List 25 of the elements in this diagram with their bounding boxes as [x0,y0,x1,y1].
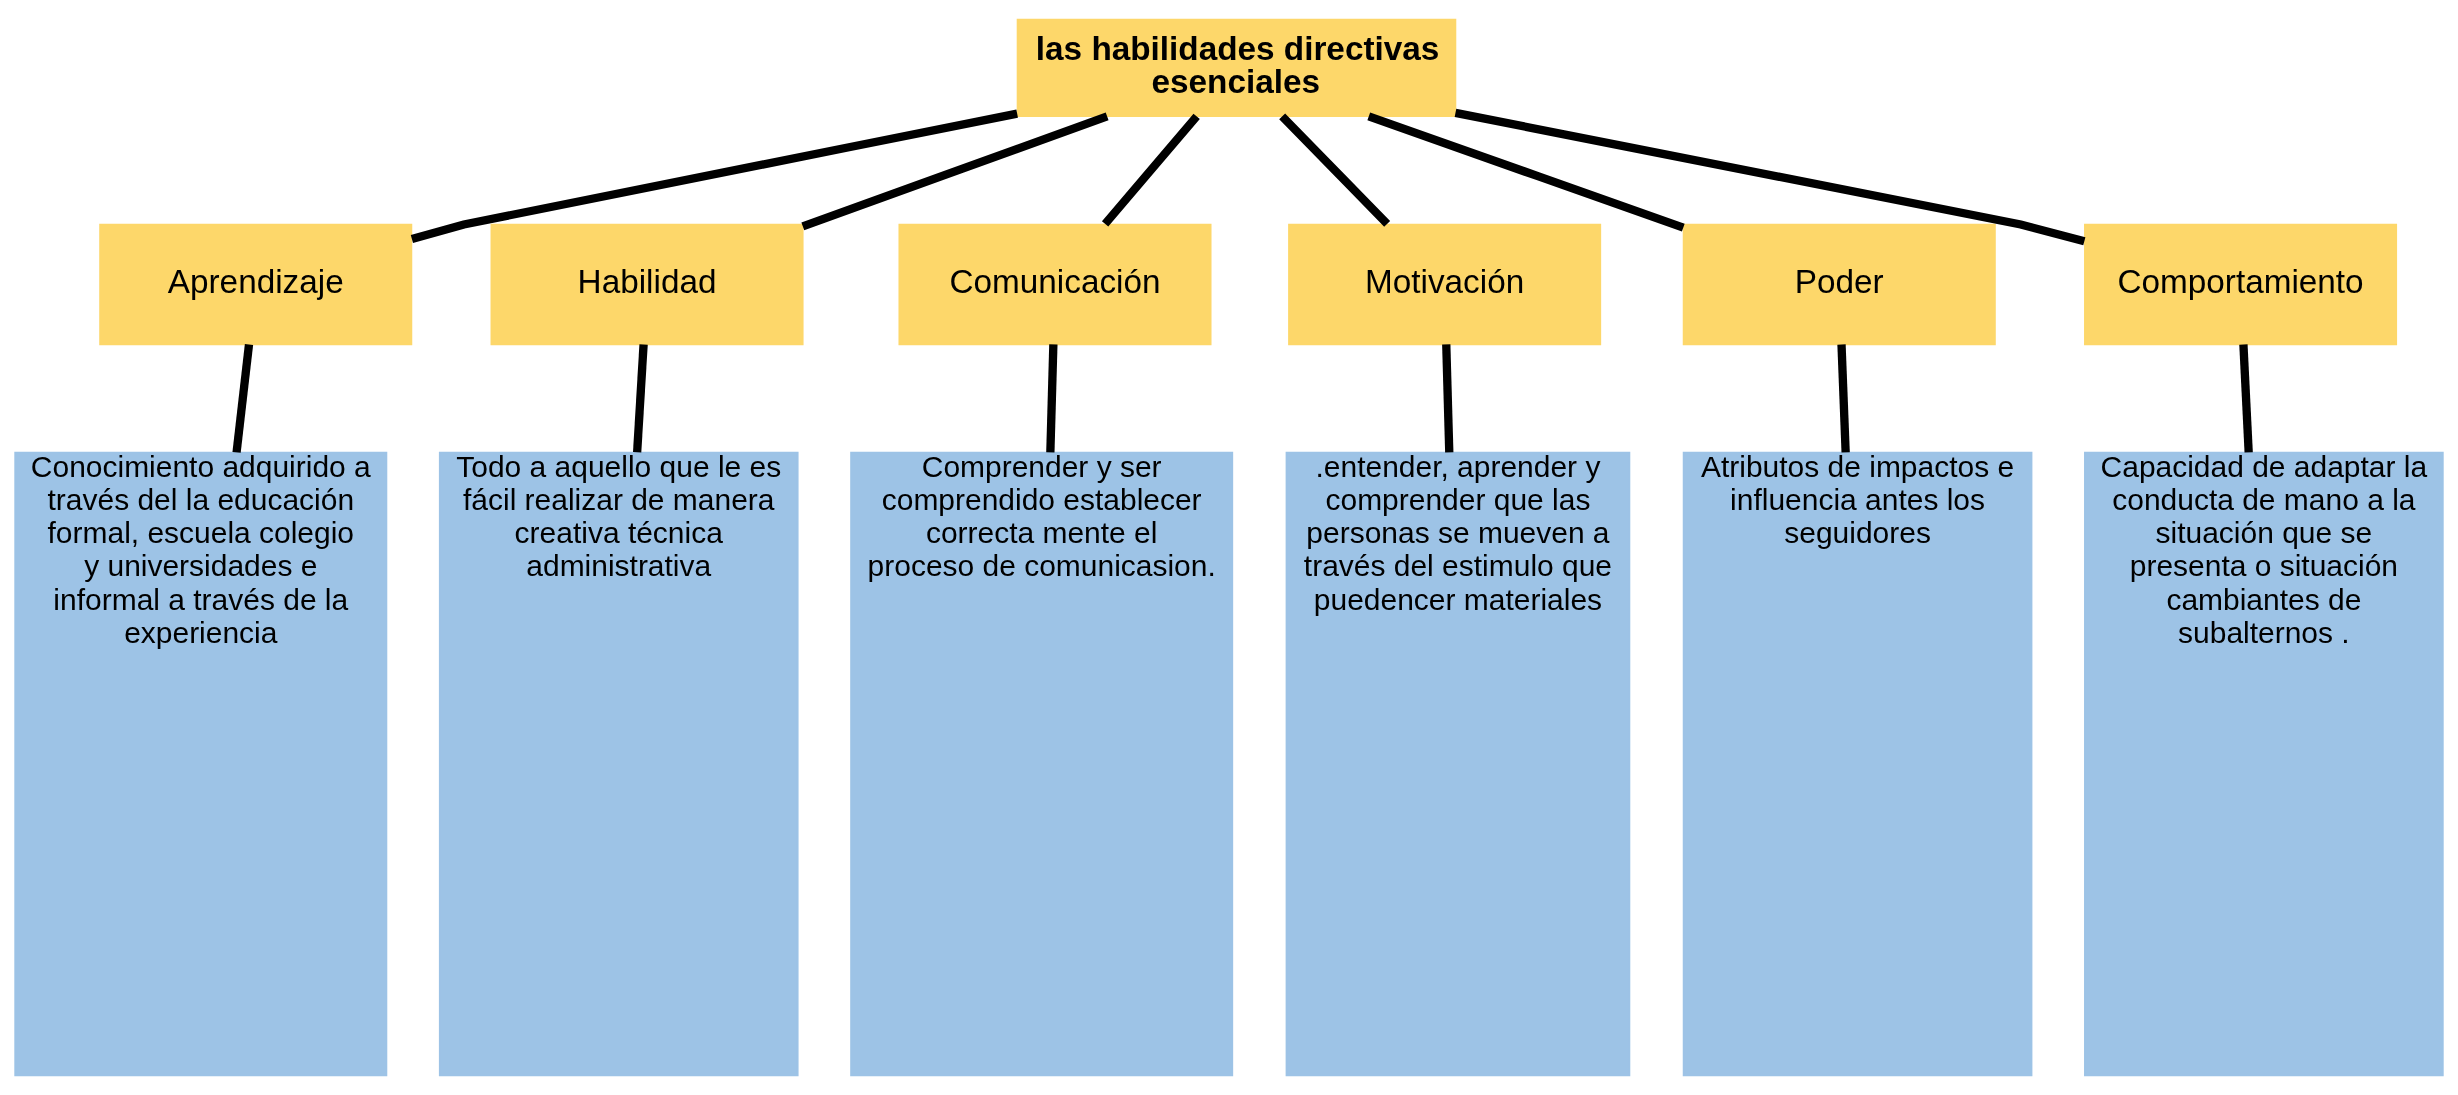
connector [410,109,1018,244]
connector [1454,108,2086,246]
connector [1442,344,1454,453]
connector [1279,113,1391,227]
connector [2239,344,2253,453]
node-box: Comprender y ser comprendido establecer correcta mente el proceso de comunicasion. [850,451,1234,1077]
node-box: Conocimiento adquirido a través del la educación formal, escuela colegio y universidades e informal a través de la experiencia [14,451,388,1077]
connector [232,344,254,453]
node-box: Poder [1682,223,1996,346]
connector [1367,112,1685,232]
node-box: Todo a aquello que le es fácil realizar de manera creativa técnica administrativa [438,451,799,1077]
node-box: las habilidades directivas esenciales [1016,18,1457,118]
node-box: .entender, aprender y comprender que las personas se mueven a través del estimulo que puedencer materiales [1285,451,1631,1077]
connector [1837,344,1850,453]
node-box: Atributos de impactos e influencia antes los seguidores [1682,451,2033,1077]
connector [1101,113,1200,227]
node-box: Capacidad de adaptar la conducta de mano a la situación que se presenta o situación cambiantes de subalternos . [2084,451,2444,1077]
node-box: Motivación [1288,223,1602,346]
node-box: Comunicación [898,223,1212,346]
connector [801,112,1109,231]
node-box: Comportamiento [2084,223,2398,346]
connector [1046,344,1058,453]
connector [633,344,648,453]
node-box: Aprendizaje [99,223,413,346]
node-box: Habilidad [490,223,804,346]
